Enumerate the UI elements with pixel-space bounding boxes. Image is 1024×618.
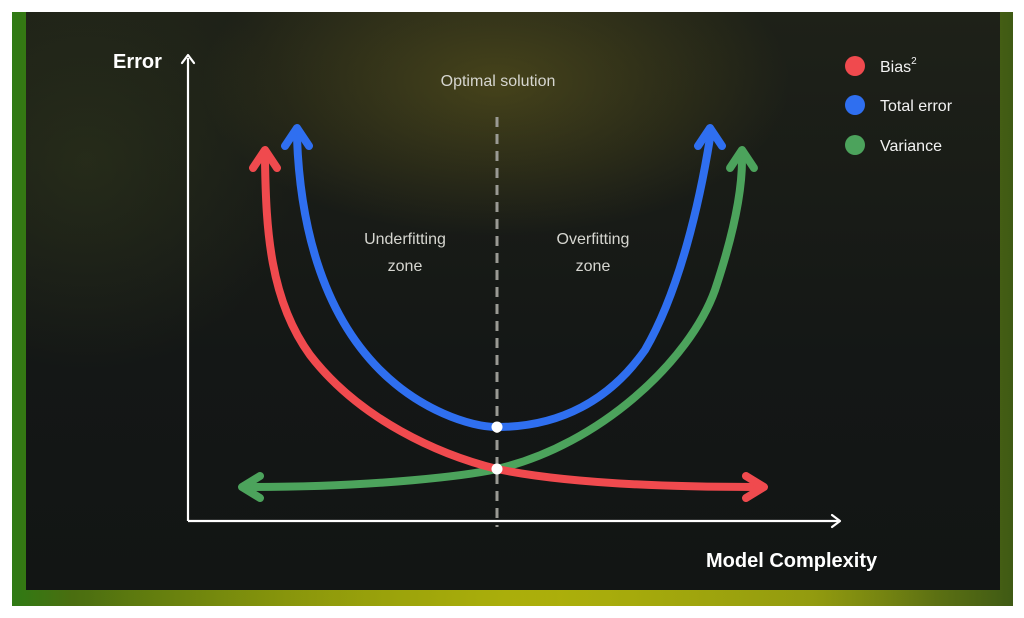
legend-bias-text: Bias bbox=[880, 59, 911, 76]
legend-total-swatch bbox=[845, 95, 865, 115]
legend-variance-swatch bbox=[845, 135, 865, 155]
total-error-arrow-left-icon bbox=[281, 124, 313, 150]
variance-curve bbox=[248, 156, 746, 491]
overfitting-label-line2: zone bbox=[576, 258, 611, 275]
bias-arrow-up-icon bbox=[249, 146, 281, 172]
bias-curve bbox=[261, 156, 759, 491]
legend-total-label: Total error bbox=[880, 98, 953, 115]
legend: Bias2 Total error Variance bbox=[845, 56, 953, 155]
optimal-solution-label: Optimal solution bbox=[441, 73, 556, 90]
legend-bias-superscript: 2 bbox=[911, 56, 917, 67]
legend-bias-label: Bias2 bbox=[880, 56, 917, 76]
y-axis-arrow-icon bbox=[180, 53, 196, 65]
variance-arrow-up-icon bbox=[726, 146, 758, 172]
bias-variance-intersection-point bbox=[491, 463, 503, 475]
y-axis-title: Error bbox=[113, 51, 162, 73]
legend-variance-label: Variance bbox=[880, 138, 942, 155]
total-error-minimum-point bbox=[491, 421, 503, 433]
underfitting-label-line1: Underfitting bbox=[364, 231, 446, 248]
legend-bias-swatch bbox=[845, 56, 865, 76]
total-error-arrow-right-icon bbox=[694, 124, 726, 150]
x-axis-arrow-icon bbox=[830, 513, 842, 529]
underfitting-label-line2: zone bbox=[388, 258, 423, 275]
bias-arrow-right-icon bbox=[742, 472, 768, 502]
x-axis-title: Model Complexity bbox=[706, 550, 878, 572]
variance-arrow-left-icon bbox=[238, 472, 264, 502]
overfitting-label-line1: Overfitting bbox=[557, 231, 630, 248]
